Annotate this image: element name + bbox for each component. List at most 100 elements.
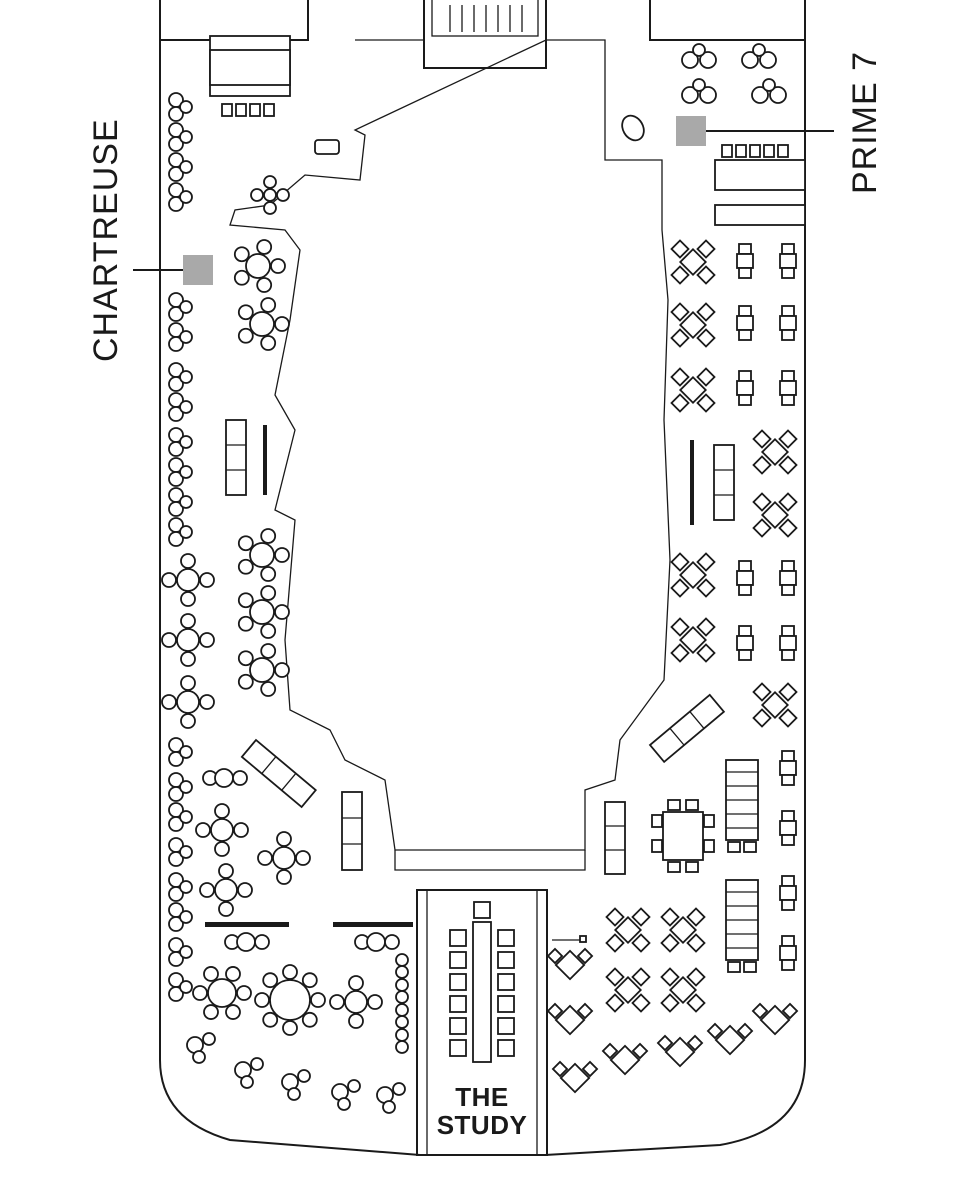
lounge-trio [354,932,400,952]
round-table [257,831,311,885]
study-chair [497,929,515,947]
chartreuse-label: CHARTREUSE [87,118,125,362]
lounge-pair [376,1082,406,1114]
lounge-pair [331,1079,361,1111]
study-table [472,921,492,1063]
study-chair [497,1039,515,1057]
window-seat-pair [168,737,193,767]
window-seat-pair [168,152,193,182]
atrium-outline [229,39,671,851]
window-seat-pair [168,322,193,352]
left-divider [263,425,267,495]
round-table [329,975,383,1029]
prime7-counter [714,159,806,191]
window-seat-pair [168,392,193,422]
round-table [199,863,253,917]
prime7-lounge [681,78,717,104]
dining-table [662,811,704,861]
prime7-lounge [741,43,777,69]
study-chair [449,973,467,991]
window-seat-pair [168,837,193,867]
angled-panel-left [240,738,318,809]
bar-mid [333,922,413,927]
window-seat-pair [736,625,754,661]
window-seat-pair [168,772,193,802]
study-chair [497,973,515,991]
left-panel [225,419,247,496]
study-chair [449,995,467,1013]
round-table [161,613,215,667]
prime7-lounge [681,43,717,69]
lounge-chair-pair [601,1042,649,1076]
four-top-table [670,552,716,598]
stairwell [423,0,547,69]
window-seat-pair [168,457,193,487]
left-booth-seating [168,92,193,1002]
window-seat-pair [779,810,797,846]
window-seat-pair [168,427,193,457]
lounge-chair-pair [546,1002,594,1036]
window-seat-pair [779,750,797,786]
prime7-marker [676,116,706,146]
chaise-group [725,759,759,853]
study-room [416,889,548,1156]
window-seat-pair [779,370,797,406]
center-left-panel [341,791,363,871]
window-seat-pair [168,92,193,122]
chartreuse-marker [183,255,213,285]
window-seat-pair [736,370,754,406]
round-table [237,297,290,351]
four-top-table [670,302,716,348]
round-table [161,553,215,607]
chaise-group [725,879,759,973]
four-top-table [670,367,716,413]
window-seat-pair [779,625,797,661]
four-top-table [670,239,716,285]
right-divider [690,440,694,525]
wall-seat [395,1003,409,1029]
window-seat-pair [779,560,797,596]
window-seat-pair [779,875,797,911]
round-table [161,675,215,729]
study-chair [449,1039,467,1057]
study-label-line1: THE [455,1082,509,1112]
round-table [233,239,286,293]
study-chair [449,929,467,947]
window-seat-pair [168,802,193,832]
window-seat-pair [168,182,193,212]
window-seat-pair [779,935,797,971]
lounge-chair-pair [656,1034,704,1068]
lounge-trio [224,932,270,952]
study-chair [497,1017,515,1035]
wall-seat [395,1028,409,1054]
lounge-trio [202,768,248,788]
right-panel [713,444,735,521]
four-top-table [670,617,716,663]
window-seat-pair [168,362,193,392]
lounge-chair-pair [546,947,594,981]
round-table [254,964,326,1036]
lounge-pair [186,1032,216,1064]
round-table [237,528,290,582]
four-top-table [605,907,651,953]
window-seat-pair [168,122,193,152]
window-seat-pair [168,517,193,547]
lounge-chair-pair [706,1022,754,1056]
window-seat-pair [736,243,754,279]
top-right-block [649,0,806,41]
prime7-label: PRIME 7 [846,51,884,194]
window-seat-pair [779,243,797,279]
round-table [237,585,290,639]
stair-steps [449,5,523,32]
round-table [250,175,290,215]
four-top-table [605,967,651,1013]
window-seat-pair [168,292,193,322]
four-top-table [752,492,798,538]
lounge-chair-pair [751,1002,799,1036]
four-top-table [752,682,798,728]
window-seat-pair [736,305,754,341]
window-seat-pair [779,305,797,341]
four-top-table [752,429,798,475]
window-seat-pair [168,902,193,932]
